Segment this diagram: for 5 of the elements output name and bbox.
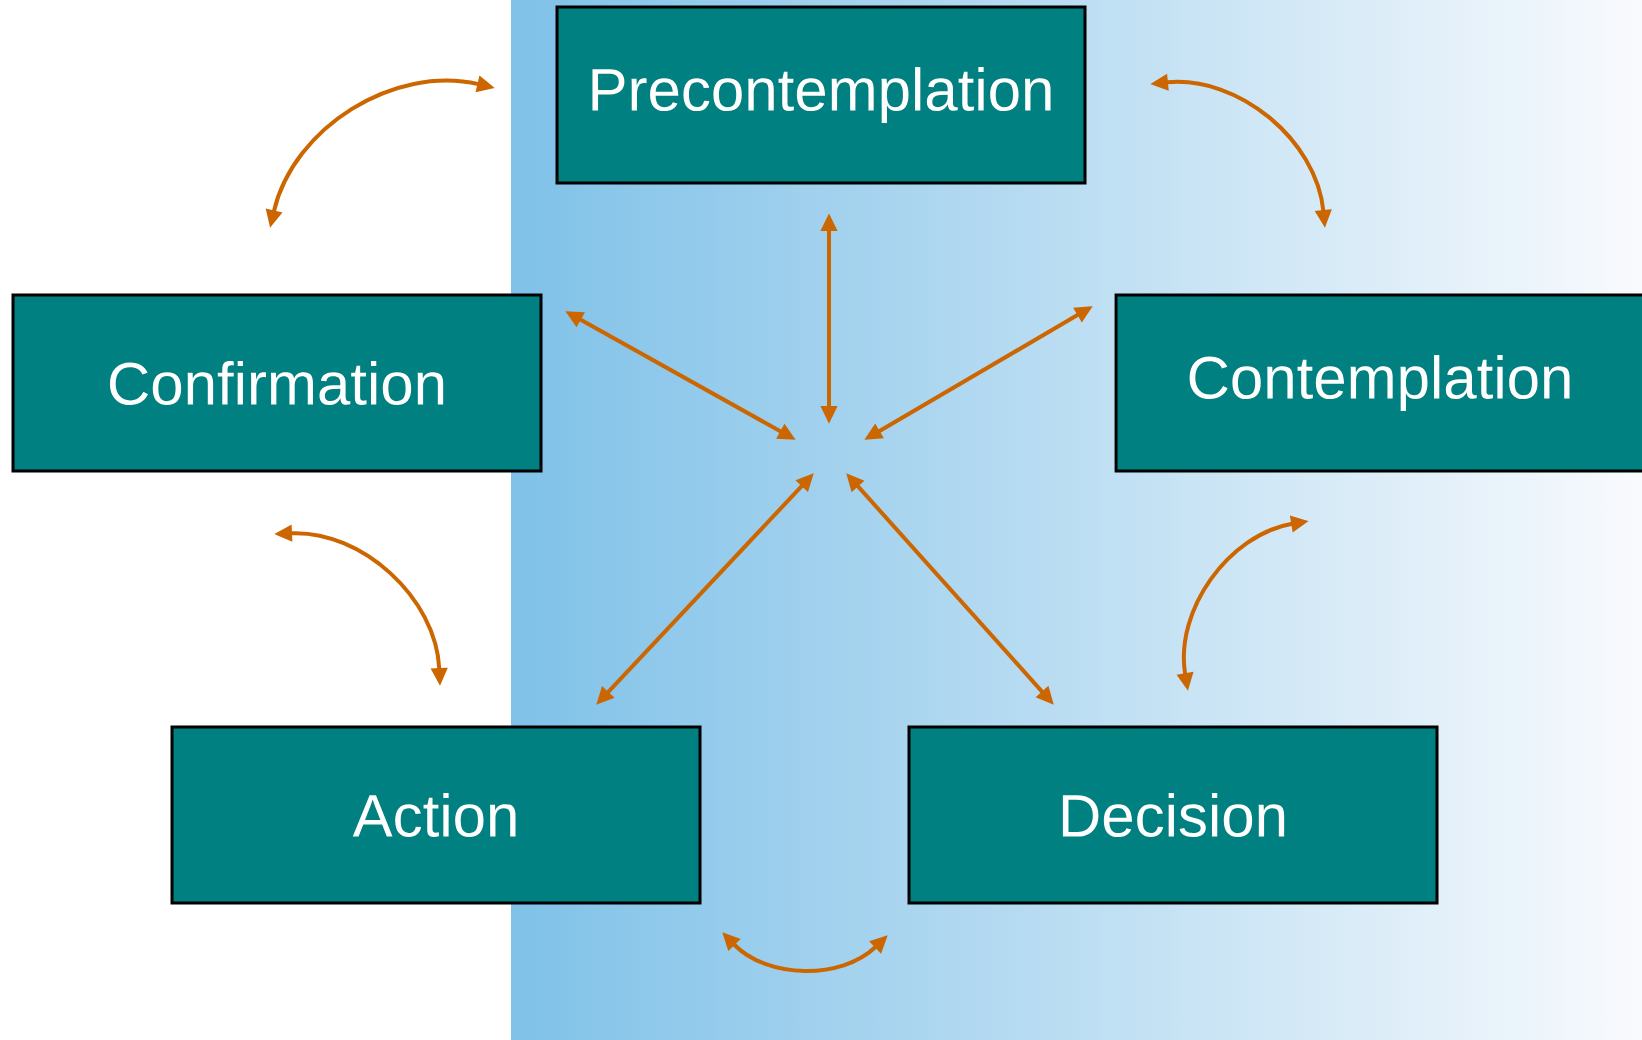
stage-box: Confirmation (11, 293, 543, 473)
stage-box: Decision (907, 725, 1439, 905)
stage-box: Precontemplation (555, 5, 1087, 185)
stage-box: Contemplation (1114, 293, 1642, 473)
stage-box: Action (170, 725, 702, 905)
